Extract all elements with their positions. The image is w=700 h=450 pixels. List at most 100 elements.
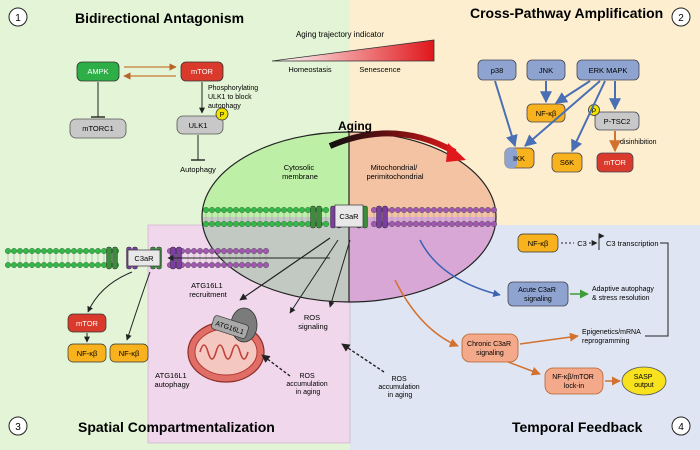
recruitment-line: recruitment — [189, 290, 227, 299]
nfkb-node — [67, 343, 107, 363]
lipid-head — [77, 248, 83, 254]
erk-node — [576, 59, 640, 81]
c3ar-box — [334, 204, 364, 228]
erk-to-s6k-arrow — [571, 80, 606, 153]
lipid-head — [443, 221, 449, 227]
lipid-head — [467, 221, 473, 227]
transcription-start-arrow — [598, 233, 605, 250]
lipid-head — [443, 207, 449, 213]
lipid-head — [251, 221, 257, 227]
lipid-head — [323, 221, 329, 227]
sasp-line: output — [634, 382, 654, 389]
lockin-node — [544, 367, 604, 395]
lipid-head — [473, 207, 479, 213]
jnk-label: JNK — [539, 66, 553, 75]
lipid-head — [239, 262, 245, 268]
lipid-head — [215, 221, 221, 227]
lipid-head — [209, 207, 215, 213]
lipid-head — [83, 248, 89, 254]
lipid-head — [401, 221, 407, 227]
c3ar-to-ros-arrow-2 — [328, 239, 351, 308]
panel-title: Temporal Feedback — [512, 419, 643, 435]
lipid-head — [41, 248, 47, 254]
lipid-head — [275, 221, 281, 227]
recruitment-line: ATG16L1 — [191, 281, 223, 290]
lipid-head — [305, 221, 311, 227]
chronic-node — [461, 333, 519, 363]
aging-arc — [328, 130, 457, 155]
panel-number-badge — [671, 7, 691, 27]
lipid-head — [89, 248, 95, 254]
c3ar-to-ros-arrow — [289, 239, 339, 314]
central-receptor-right — [356, 205, 388, 229]
c3ar-box — [127, 249, 161, 267]
lipid-head — [251, 207, 257, 213]
lipid-head — [245, 262, 251, 268]
lipid-head — [233, 207, 239, 213]
lipid-head — [245, 207, 251, 213]
lipid-head — [491, 221, 497, 227]
acute-node — [507, 281, 569, 307]
lipid-head — [53, 262, 59, 268]
panel-2-content: p38 JNK ERK MAPK NF-κβ P-TSC2 P IKK S6K … — [477, 59, 657, 173]
lipid-head — [263, 207, 269, 213]
lipid-head — [251, 248, 257, 254]
lipid-head — [305, 207, 311, 213]
panel-1-header: 1 Bidirectional Antagonism — [8, 7, 244, 27]
ampk-node — [76, 61, 120, 82]
nfkb-label: NF-κβ — [528, 239, 549, 248]
erk-to-ikk-arrow — [524, 80, 601, 147]
sasp-node — [621, 366, 667, 396]
lipid-head — [455, 221, 461, 227]
lipid-head — [23, 248, 29, 254]
s6k-label: S6K — [560, 158, 574, 167]
aging-arrowhead — [446, 143, 466, 162]
mito-half-bottom — [349, 217, 496, 302]
ulk1-label: ULK1 — [189, 121, 208, 130]
receptor-helix — [382, 205, 388, 229]
lipid-head — [35, 262, 41, 268]
ros-acc-line: in aging — [388, 392, 413, 399]
ikk-label: IKK — [513, 154, 525, 163]
lipid-head — [239, 248, 245, 254]
lipid-head — [41, 262, 47, 268]
mito-line: Mitochondrial/ — [371, 163, 419, 172]
lipid-head — [491, 207, 497, 213]
receptor-helix — [316, 205, 322, 229]
lipid-head — [101, 248, 107, 254]
lipid-head — [233, 248, 239, 254]
aging-label: Aging — [338, 119, 372, 133]
mtorc1-label: mTORC1 — [82, 124, 114, 133]
panel-1-content: AMPK mTOR mTORC1 Phosphorylating ULK1 to… — [69, 61, 260, 174]
acute-label: Acute C3aR signaling — [518, 287, 558, 303]
mtor-label: mTOR — [604, 158, 627, 167]
phos-note: Phosphorylating ULK1 to block autophagy — [208, 85, 260, 110]
lipid-head — [419, 207, 425, 213]
mtor-label: mTOR — [76, 319, 99, 328]
lipid-head — [215, 207, 221, 213]
epigenetics-line: Epigenetics/mRNA — [582, 329, 641, 336]
feedback-path — [645, 242, 669, 337]
panel-2-header: Cross-Pathway Amplification 2 — [470, 5, 691, 27]
lipid-head — [437, 221, 443, 227]
c3ar-to-mtor-arrow — [87, 271, 133, 313]
lipid-head — [233, 262, 239, 268]
lipid-head — [413, 207, 419, 213]
lipid-head — [389, 207, 395, 213]
ros-acc-line: ROS — [391, 376, 407, 383]
lipid-head — [461, 207, 467, 213]
lipid-head — [191, 248, 197, 254]
lipid-head — [389, 221, 395, 227]
lipid-head — [263, 221, 269, 227]
chronic-label: Chronic C3aR signaling — [467, 341, 513, 357]
lipid-head — [227, 221, 233, 227]
lipid-head — [197, 262, 203, 268]
panel-title: Bidirectional Antagonism — [75, 10, 244, 26]
panel-title: Cross-Pathway Amplification — [470, 5, 663, 21]
mtor-label: mTOR — [191, 67, 214, 76]
lipid-head — [299, 207, 305, 213]
mito-label: Mitochondrial/ perimitochondrial — [366, 163, 423, 181]
chronic-line: signaling — [476, 350, 504, 357]
ptsc2-node — [594, 111, 640, 131]
phos-note-line: ULK1 to block — [208, 94, 252, 101]
